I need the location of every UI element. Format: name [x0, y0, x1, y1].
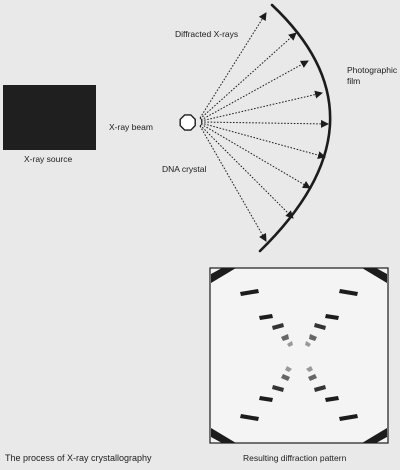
xray-source-label: X-ray source	[24, 154, 72, 164]
dna-crystal-octagon	[179, 114, 196, 131]
photographic-film-label: Photographic film	[347, 65, 399, 86]
diffraction-pattern-panel	[209, 267, 389, 444]
diffracted-ray	[200, 60, 309, 121]
diffraction-spot	[314, 385, 326, 392]
dna-crystal-label: DNA crystal	[162, 164, 207, 174]
xray-beam-label: X-ray beam	[109, 122, 153, 132]
photographic-film-arc	[258, 3, 332, 253]
pattern-corner-mark	[362, 428, 387, 443]
diagram-caption: The process of X-ray crystallography	[5, 453, 152, 463]
diffracted-ray	[199, 125, 267, 242]
diffracted-ray	[199, 32, 297, 120]
pattern-corner-mark	[211, 428, 236, 443]
diffraction-spot	[259, 314, 273, 320]
pattern-corner-mark	[362, 268, 387, 283]
diffraction-spot	[308, 374, 317, 381]
diffraction-spot	[285, 366, 292, 372]
diffracted-ray	[200, 119, 329, 128]
diffraction-spot	[306, 366, 313, 372]
diffraction-spot	[309, 334, 317, 341]
diffraction-spot	[339, 289, 358, 296]
film-label-line-1: Photographic	[347, 65, 398, 75]
diffraction-spot	[287, 341, 293, 347]
resulting-pattern-label: Resulting diffraction pattern	[243, 453, 347, 463]
diffracted-ray	[199, 12, 267, 119]
diffracted-ray	[200, 90, 323, 122]
diffracted-ray	[200, 122, 326, 160]
diffraction-spot	[314, 323, 326, 330]
diffraction-spots	[240, 289, 358, 421]
diffracted-rays	[199, 12, 329, 242]
diffracted-xrays-label: Diffracted X-rays	[175, 29, 238, 39]
xray-source-box	[3, 85, 96, 150]
diffraction-spot	[272, 323, 284, 330]
diffraction-spot	[240, 414, 259, 421]
film-label-line-2: film	[347, 76, 360, 86]
diffraction-spot	[339, 414, 358, 421]
diffraction-spot	[325, 396, 339, 402]
diffraction-spot	[281, 374, 290, 381]
diffracted-ray	[199, 124, 294, 219]
diffraction-spot	[281, 334, 289, 341]
pattern-corner-mark	[211, 268, 236, 283]
diffraction-spot	[240, 289, 259, 296]
diffraction-spot	[272, 385, 284, 392]
diffraction-spot	[305, 341, 311, 347]
diffraction-spot	[325, 314, 339, 320]
diffraction-spot	[259, 396, 273, 402]
diffracted-ray	[200, 123, 311, 189]
